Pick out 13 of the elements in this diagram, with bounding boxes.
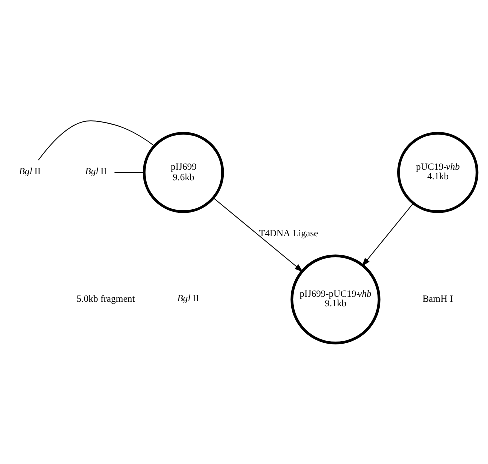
node-text: Bgl II — [18, 166, 40, 178]
arrow — [212, 198, 303, 272]
connector — [114, 172, 144, 174]
label: Bgl II — [176, 294, 199, 305]
node-text: Bgl II — [84, 166, 107, 178]
edge-label: T4DNA Ligase — [258, 228, 318, 240]
label: BamH I — [422, 294, 453, 306]
node-circle: pUC19-vhb 4.1kb — [396, 132, 478, 214]
arrow — [362, 203, 414, 267]
node-circle: pIJ699 9.6kb — [142, 132, 224, 214]
connector — [38, 120, 154, 161]
node-circle: pIJ699-pUC19-vhb 9.1kb — [290, 254, 380, 345]
label: 5.0kb fragment — [76, 294, 135, 306]
